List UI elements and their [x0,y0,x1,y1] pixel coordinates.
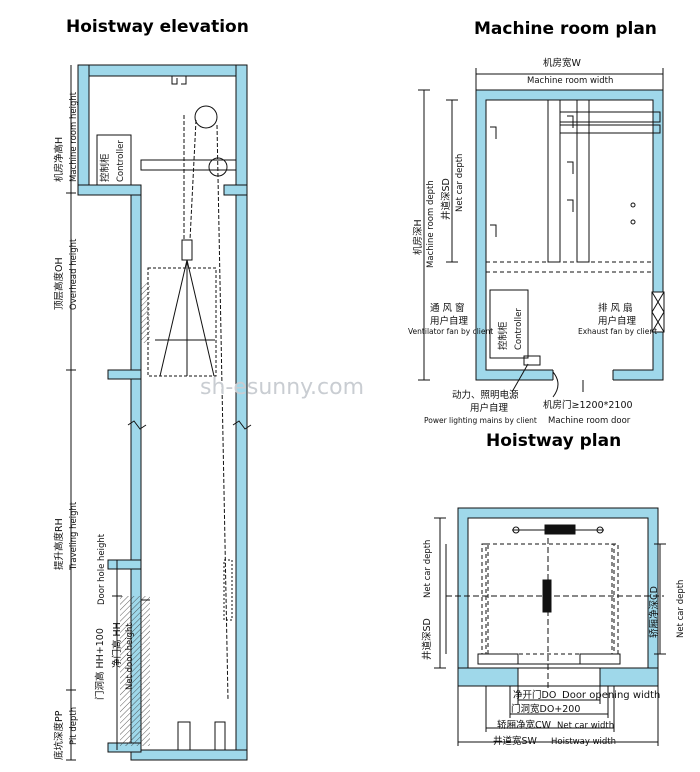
elevation-controller [96,134,132,186]
mr-depth-en: Machine room depth [426,180,436,268]
hoistway-plan-car [485,543,615,655]
elevator-car [147,267,217,377]
pit-depth-en: Pit depth [69,707,79,745]
hp-net-car-depth-en: Net car depth [423,540,433,598]
hp-car-width-en: Net car width [557,721,614,731]
power-cn: 动力、照明电源 [452,389,519,401]
door-hole-height-cn: 门洞高 HH+100 [94,628,106,700]
elevation-controller-cn: 控制柜 [99,153,111,182]
lifting-hook [171,76,187,85]
hp-shaft-width-en: Hoistway width [551,737,616,747]
machine-room-floor-right [223,184,248,196]
pit-depth-cn: 底坑深度PP [53,710,65,760]
hp-car-depth-en: Net car depth [676,580,686,638]
machine-room-height-cn: 机房净高H [53,137,65,182]
vent-client-cn: 用户自理 [430,315,469,327]
vent-cn: 通 风 窗 [430,302,465,314]
overhead-height-cn: 顶层高度OH [53,257,65,310]
exhaust-en: Exhaust fan by client [578,327,657,336]
traction-sheave [194,105,218,129]
mr-width-cn: 机房宽W [543,57,582,69]
mr-depth-cn: 机房深H [412,219,424,255]
hp-door-opening-en: Door opening width [562,690,660,701]
machine-room-left-wall [77,64,90,194]
traveling-height-en: Traveling height [69,501,79,571]
machine-room-roof [77,64,248,77]
mr-door-cn: 机房门≥1200*2100 [543,399,633,411]
machine-room-floor-left [77,184,142,196]
landing-slab-1 [107,369,142,380]
mr-width-en: Machine room width [527,76,613,86]
mr-shaft-depth-cn: 井道深SD [440,178,452,220]
vent-en: Ventilator fan by client [408,327,493,336]
hoistway-plan-title: Hoistway plan [486,431,622,451]
hoistway-right-wall [235,194,248,761]
elevation-controller-en: Controller [116,140,126,182]
machine-room-right-wall [235,64,248,194]
mr-controller-cn: 控制柜 [497,321,509,350]
exhaust-cn: 排 风 扇 [598,302,633,314]
hp-shaft-depth-cn: 井道深SD [421,618,433,660]
mr-controller [489,289,529,359]
machine-room-height-en: Machine room height [69,91,79,182]
hp-door-opening-cn: 净开门DO [513,689,556,701]
hoistway-elevation [66,64,252,761]
hp-car-width-cn: 轿厢净宽CW [497,719,552,731]
machine-room-plan-title: Machine room plan [474,19,657,39]
mr-controller-en: Controller [514,308,524,350]
power-en: Power lighting mains by client [424,416,537,425]
watermark: sh-esunny.com [200,375,364,400]
power-client-cn: 用户自理 [470,402,509,414]
traveling-height-cn: 提升高度RH [53,518,65,570]
hp-shaft-width-cn: 井道宽SW [493,735,538,747]
hoistway-elevation-title: Hoistway elevation [66,17,249,37]
net-door-height-en: Net door height [125,623,135,690]
exhaust-client-cn: 用户自理 [598,315,637,327]
machine-room-plan [418,68,665,398]
overhead-height-en: Overhead height [69,238,79,310]
mr-net-car-depth-en: Net car depth [455,154,465,212]
hp-car-depth-cn: 轿厢净深CD [648,586,660,638]
mr-door-en: Machine room door [548,416,631,426]
landing-slab-2 [107,559,142,570]
pit-floor [130,749,248,761]
hp-door-hole-width: 门洞宽DO+200 [511,703,580,715]
door-hole-height-en: Door hole height [97,533,107,605]
hoistway-plan [434,507,666,746]
landing-door-hatch [120,596,150,746]
net-door-height-cn: 净门高 HH [111,622,123,668]
